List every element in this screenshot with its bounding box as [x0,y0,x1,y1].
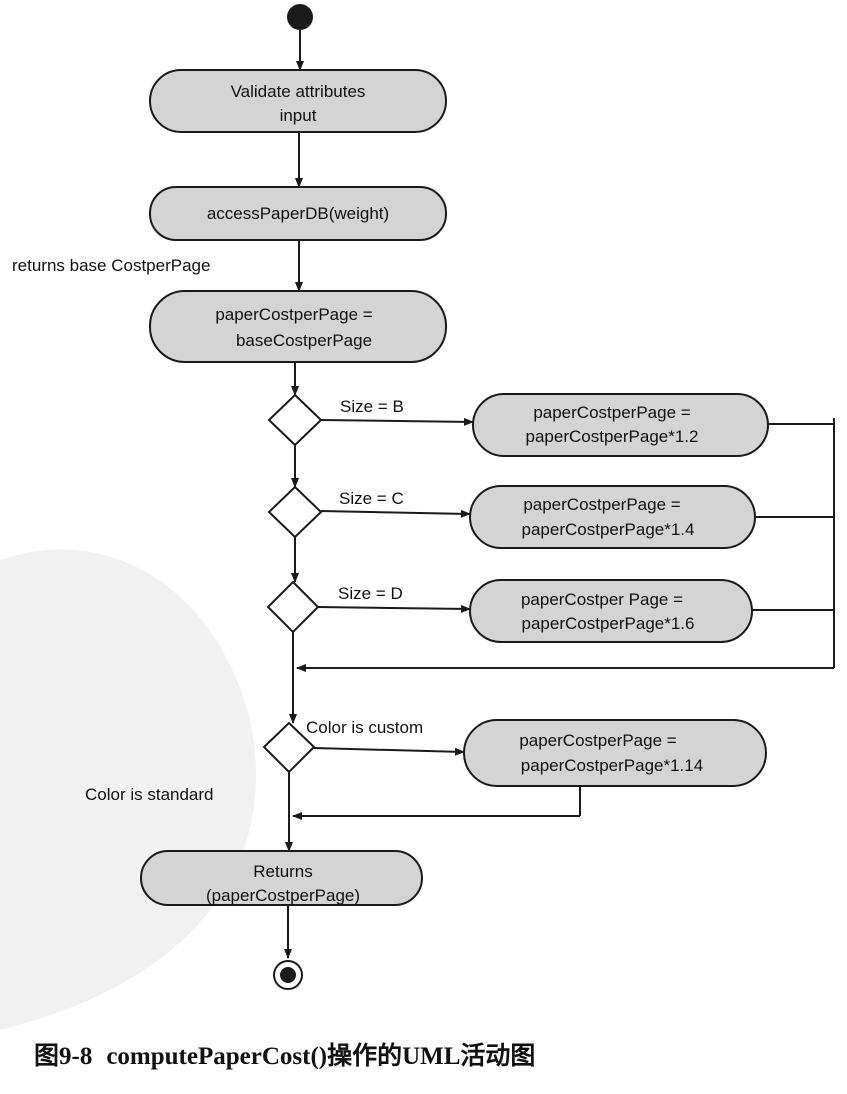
guard-size-c: Size = C [339,489,404,508]
guard-size-b: Size = B [340,397,404,416]
guard-color-standard: Color is standard [85,785,214,804]
initial-node [287,4,313,30]
figure-caption: 图9-8 computePaperCost()操作的UML活动图 [34,1036,834,1072]
action-size-c [469,485,756,549]
action-color-custom [463,719,767,787]
action-size-d [469,579,753,643]
final-node [273,960,303,990]
action-size-d-label-line1: paperCostper Page = [521,590,683,609]
action-size-c-label-line2: paperCostperPage*1.4 [522,520,695,539]
action-validate-label-line1: Validate attributes [231,82,366,101]
action-returns-label-line2: (paperCostperPage) [206,886,360,905]
guard-returns-base: returns base CostperPage [12,256,210,275]
figure-number: 图9-8 [34,1043,93,1070]
action-access-paper-db [149,186,447,241]
action-access-db-label: accessPaperDB(weight) [207,204,389,223]
action-returns-label-line1: Returns [253,862,313,881]
decision-node-size-b [267,393,323,447]
decision-nodes [262,393,323,774]
decision-node-size-d [266,580,320,634]
action-color-custom-label-line2: paperCostperPage*1.14 [521,756,703,775]
action-size-d-label-line2: paperCostperPage*1.6 [522,614,695,633]
decision-node-size-c [267,485,323,539]
guard-color-custom: Color is custom [306,718,423,737]
action-validate-attributes [149,69,447,133]
action-assign-base-label-line1: paperCostperPage = [215,305,372,324]
background-watermark [0,549,257,1030]
action-color-custom-label-line1: paperCostperPage = [519,731,676,750]
action-assign-base-label-line2: baseCostperPage [236,331,372,350]
action-validate-label-line2: input [280,106,317,125]
action-size-b-label-line2: paperCostperPage*1.2 [526,427,699,446]
action-returns [140,850,423,906]
decision-node-color [262,721,316,774]
action-assign-base-cost [149,290,447,363]
action-size-c-label-line1: paperCostperPage = [523,495,680,514]
control-flows [284,30,835,959]
figure-title: computePaperCost()操作的UML活动图 [106,1043,536,1070]
guard-size-d: Size = D [338,584,403,603]
action-size-b [472,393,769,457]
action-size-b-label-line1: paperCostperPage = [533,403,690,422]
